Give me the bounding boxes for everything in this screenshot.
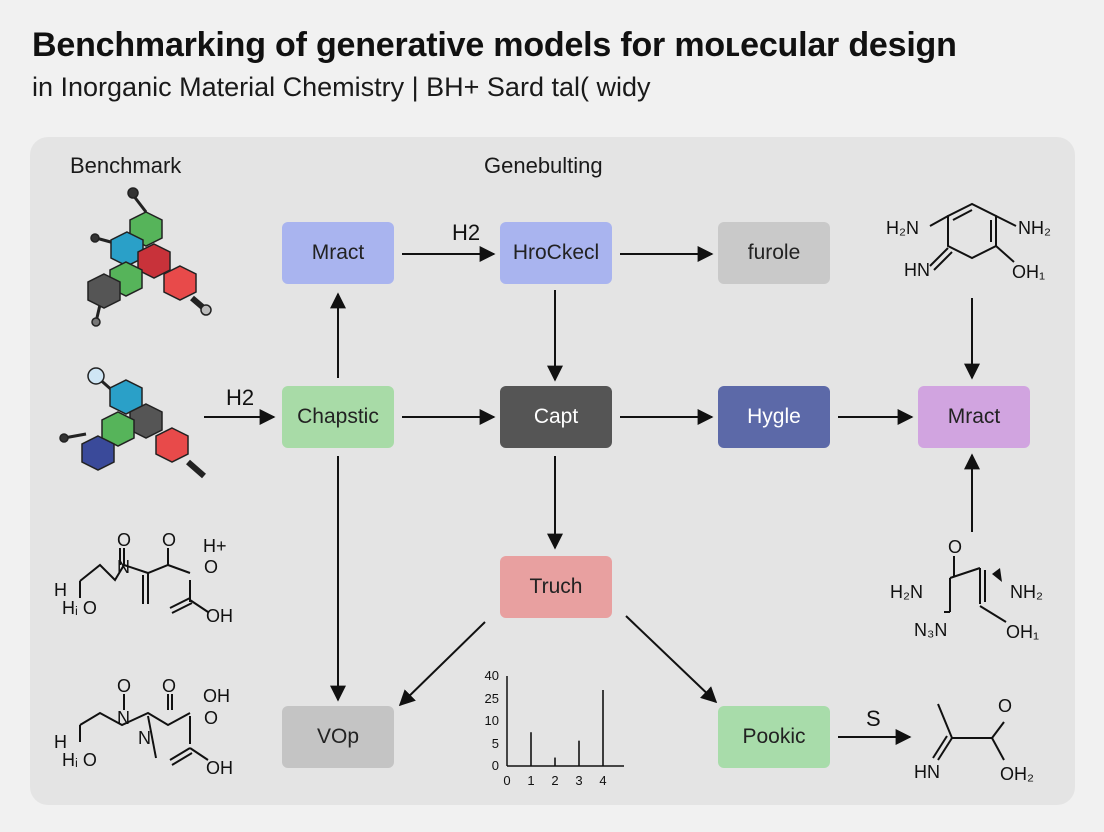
chart-y-tick-label: 25: [485, 691, 499, 706]
svg-text:O: O: [204, 557, 218, 577]
svg-text:HN: HN: [904, 260, 930, 280]
svg-text:O: O: [162, 676, 176, 696]
svg-text:NH₂: NH₂: [1010, 582, 1043, 602]
node-furole: furole: [718, 222, 830, 284]
molecule-4-skeletal: [79, 694, 209, 766]
node-vop: VOp: [282, 706, 394, 768]
svg-text:O: O: [204, 708, 218, 728]
svg-text:O: O: [948, 537, 962, 557]
right-molecule-3-labels: O HN OH₂: [914, 696, 1034, 784]
chart-y-tick-label: 10: [485, 713, 499, 728]
svg-text:N₃N: N₃N: [914, 620, 947, 640]
diagram-edges: [204, 246, 980, 745]
right-molecule-2-wedge: [992, 568, 1002, 582]
svg-text:Hᵢ O: Hᵢ O: [62, 598, 97, 618]
svg-text:OH: OH: [206, 606, 233, 626]
edge-truch-pookic: [625, 615, 718, 704]
svg-text:OH₁: OH₁: [1012, 262, 1045, 282]
node-hygle: Hygle: [718, 386, 830, 448]
chart-y-tick-label: 5: [492, 736, 499, 751]
edge-label-s: S: [866, 706, 881, 731]
molecule-3-skeletal: [79, 548, 209, 614]
chart-x-tick-label: 0: [503, 773, 510, 788]
node-capt: Capt: [500, 386, 612, 448]
chart-x-tick-label: 3: [575, 773, 582, 788]
svg-text:H: H: [54, 580, 67, 600]
section-label-benchmark: Benchmark: [70, 153, 182, 178]
svg-text:N: N: [138, 728, 151, 748]
molecule-1-model: [87, 187, 212, 327]
right-molecule-2-skeletal: [944, 556, 1007, 623]
node-hrockecl: HroCkecl: [500, 222, 612, 284]
svg-text:Hᵢ O: Hᵢ O: [62, 750, 97, 770]
chart-y-tick-label: 40: [485, 668, 499, 683]
node-mract-right: Mract: [918, 386, 1030, 448]
edge-label-left-h2: H2: [226, 385, 255, 410]
svg-text:H₂N: H₂N: [890, 582, 923, 602]
svg-text:HN: HN: [914, 762, 940, 782]
right-molecule-1-labels: H₂N NH₂ HN OH₁: [886, 218, 1051, 282]
page-title: Benchmarking of generative models for mo…: [32, 26, 957, 64]
mini-bar-chart: 0 5 10 25 40 0 1 2 3 4: [485, 668, 624, 788]
chart-x-tick-label: 1: [527, 773, 534, 788]
molecule-4-labels: O N O OH N O H Hᵢ O OH: [54, 676, 233, 778]
svg-text:O: O: [117, 530, 131, 550]
svg-text:H+: H+: [203, 536, 227, 556]
svg-text:NH₂: NH₂: [1018, 218, 1051, 238]
molecule-2-model: [59, 367, 206, 479]
svg-text:OH₂: OH₂: [1000, 764, 1034, 784]
chart-x-tick-label: 4: [599, 773, 606, 788]
edge-label-top-h2: H2: [452, 220, 481, 245]
svg-text:OH: OH: [203, 686, 230, 706]
svg-text:O: O: [162, 530, 176, 550]
right-molecule-3-skeletal: [932, 703, 1005, 761]
svg-text:H: H: [54, 732, 67, 752]
right-molecule-2-labels: O H₂N NH₂ N₃N OH₁: [890, 537, 1043, 642]
molecule-3-labels: O N O H+ O H Hᵢ O OH: [54, 530, 233, 626]
node-mract-top: Mract: [282, 222, 394, 284]
svg-text:N: N: [117, 708, 130, 728]
svg-text:O: O: [117, 676, 131, 696]
svg-text:N: N: [117, 557, 130, 577]
node-chapstic: Chapstic: [282, 386, 394, 448]
svg-text:H₂N: H₂N: [886, 218, 919, 238]
svg-text:OH: OH: [206, 758, 233, 778]
right-molecule-1-skeletal: [929, 202, 1017, 271]
page-subtitle: in Inorganic Material Chemistry | BH+ Sa…: [32, 72, 651, 102]
chart-y-tick-label: 0: [492, 758, 499, 773]
edge-truch-vop: [398, 621, 486, 707]
node-pookic: Pookic: [718, 706, 830, 768]
svg-text:OH₁: OH₁: [1006, 622, 1039, 642]
svg-text:O: O: [998, 696, 1012, 716]
node-truch: Truch: [500, 556, 612, 618]
section-label-genebulting: Genebulting: [484, 153, 603, 178]
chart-x-tick-label: 2: [551, 773, 558, 788]
